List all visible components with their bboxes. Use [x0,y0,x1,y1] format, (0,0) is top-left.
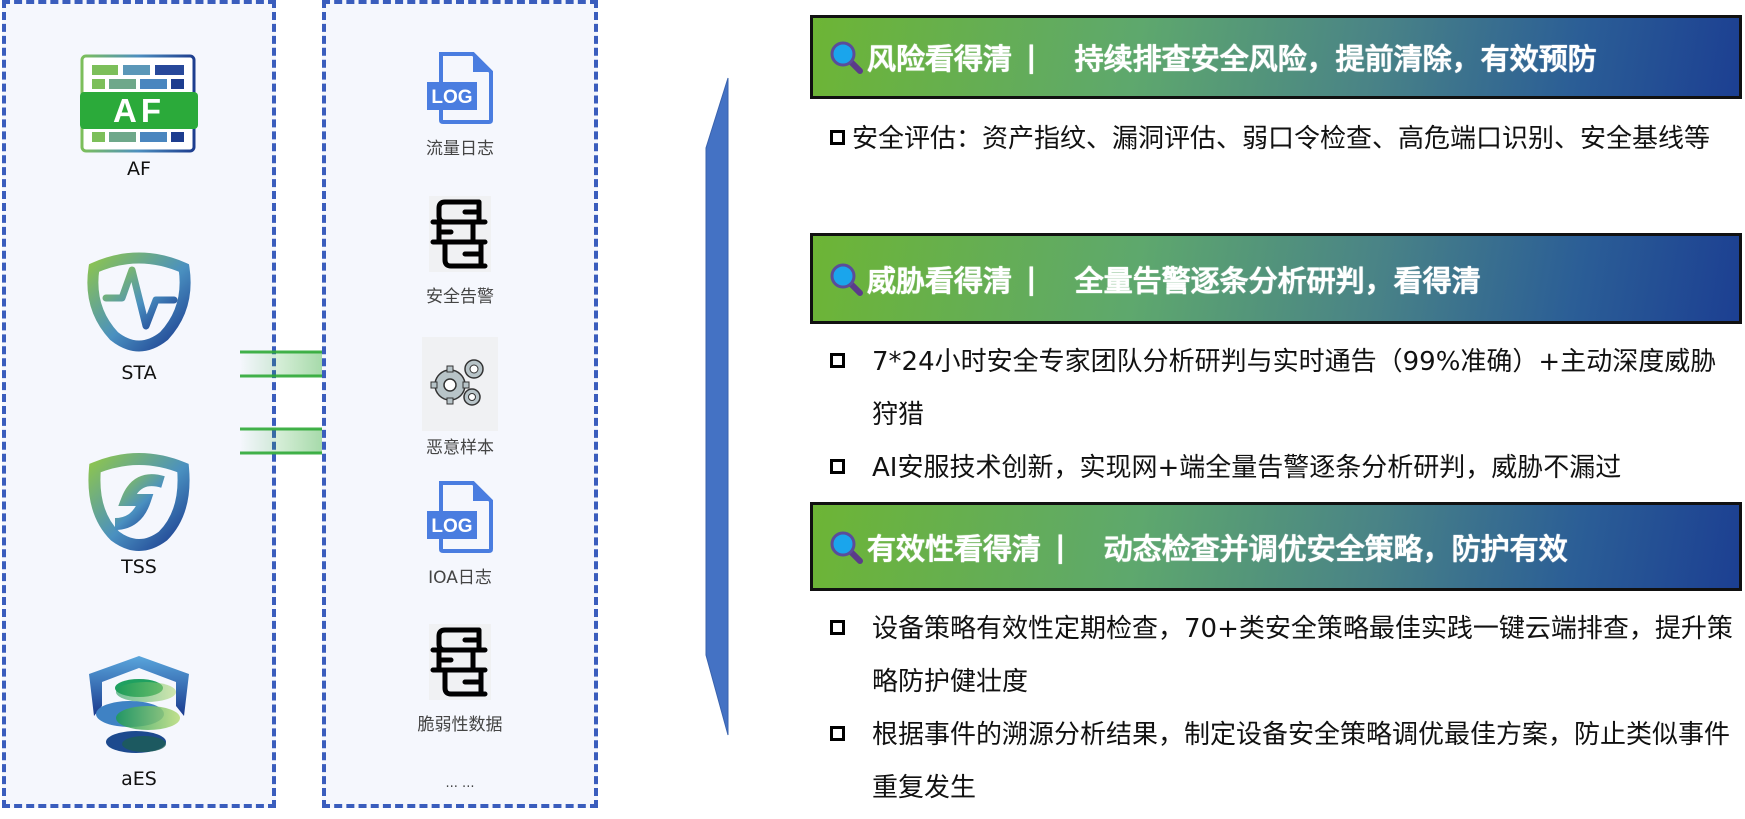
section-title: 风险看得清 [867,42,1013,76]
af-firewall-icon: AF [80,54,198,153]
data-source-traffic-log[interactable]: LOG 流量日志 [326,52,594,159]
bullet-text: AI安服技术创新，实现网+端全量告警逐条分析研判，威胁不漏过 [872,453,1622,483]
log-file-icon: LOG [427,481,493,553]
bullet-item: AI安服技术创新，实现网+端全量告警逐条分析研判，威胁不漏过 [810,442,1742,495]
device-column: AF AF STA TSS [2,0,276,808]
tss-shield-icon [88,453,190,551]
bullet-item: 7*24小时安全专家团队分析研判与实时通告（99%准确）+主动深度威胁狩猎 [810,336,1742,442]
bullet-item: 根据事件的溯源分析结果，制定设备安全策略调优最佳方案，防止类似事件重复发生 [810,709,1742,815]
log-badge-text: LOG [431,516,472,537]
data-source-vulnerability-data[interactable]: 脆弱性数据 [326,624,594,735]
data-source-label: 流量日志 [426,139,494,159]
log-file-icon: LOG [427,52,493,124]
section-risk: 风险看得清 | 持续排查安全风险，提前清除，有效预防 安全评估：资产指纹、漏洞评… [810,15,1742,166]
bullet-item: 设备策略有效性定期检查，70+类安全策略最佳实践一键云端排查，提升策略防护健壮度 [810,603,1742,709]
bullet-text: 7*24小时安全专家团队分析研判与实时通告（99%准确）+主动深度威胁狩猎 [872,347,1717,430]
device-label: TSS [121,556,157,578]
gears-icon [422,337,498,431]
sta-shield-pulse-icon [87,252,191,352]
ellipsis-label: ... ... [445,776,475,791]
data-source-label: IOA日志 [428,568,492,588]
section-title: 有效性看得清 [867,531,1042,566]
book-stack-icon [429,196,491,272]
aes-shield-globe-icon [89,656,189,753]
data-source-label: 脆弱性数据 [417,715,503,735]
section-header: 有效性看得清 | 动态检查并调优安全策略，防护有效 [810,502,1742,591]
device-sta[interactable]: STA [6,248,272,384]
book-stack-icon [429,624,491,700]
device-tss[interactable]: TSS [6,452,272,578]
section-subtitle: 全量告警逐条分析研判，看得清 [1074,263,1481,298]
device-label: AF [127,158,151,180]
checkbox-bullet-icon [830,620,845,635]
bracket-shape [705,77,729,736]
bullet-text: 根据事件的溯源分析结果，制定设备安全策略调优最佳方案，防止类似事件重复发生 [872,720,1731,803]
magnifier-icon [830,263,863,296]
data-source-malware-samples[interactable]: 恶意样本 [326,337,594,458]
af-badge-text: AF [113,92,165,129]
data-source-security-alerts[interactable]: 安全告警 [326,196,594,307]
section-threat: 威胁看得清 | 全量告警逐条分析研判，看得清 7*24小时安全专家团队分析研判与… [810,233,1742,495]
magnifier-icon [830,41,863,74]
device-label: STA [121,362,157,384]
data-source-ioa-log[interactable]: LOG IOA日志 [326,481,594,588]
section-effectiveness: 有效性看得清 | 动态检查并调优安全策略，防护有效 设备策略有效性定期检查，70… [810,502,1742,815]
checkbox-bullet-icon [830,459,845,474]
device-aes[interactable]: aES [6,654,272,790]
section-subtitle: 持续排查安全风险，提前清除，有效预防 [1074,42,1597,76]
magnifier-icon [830,531,863,564]
bullet-text: 安全评估：资产指纹、漏洞评估、弱口令检查、高危端口识别、安全基线等 [852,124,1711,154]
section-header: 威胁看得清 | 全量告警逐条分析研判，看得清 [810,233,1742,324]
section-title: 威胁看得清 [867,263,1013,298]
section-separator: | [1026,261,1037,296]
section-separator: | [1055,529,1066,564]
bullet-item: 安全评估：资产指纹、漏洞评估、弱口令检查、高危端口识别、安全基线等 [810,113,1742,166]
section-separator: | [1026,40,1037,74]
device-label: aES [121,768,157,790]
data-source-column: LOG 流量日志 安全告警 [322,0,598,808]
section-subtitle: 动态检查并调优安全策略，防护有效 [1103,531,1568,566]
log-badge-text: LOG [431,87,472,108]
bullet-text: 设备策略有效性定期检查，70+类安全策略最佳实践一键云端排查，提升策略防护健壮度 [872,614,1733,697]
data-source-label: 安全告警 [426,287,494,307]
device-af[interactable]: AF AF [6,54,272,180]
data-source-more: ... ... [326,766,594,791]
section-header: 风险看得清 | 持续排查安全风险，提前清除，有效预防 [810,15,1742,99]
checkbox-bullet-icon [830,130,845,145]
checkbox-bullet-icon [830,353,845,368]
data-source-label: 恶意样本 [426,438,494,458]
checkbox-bullet-icon [830,726,845,741]
